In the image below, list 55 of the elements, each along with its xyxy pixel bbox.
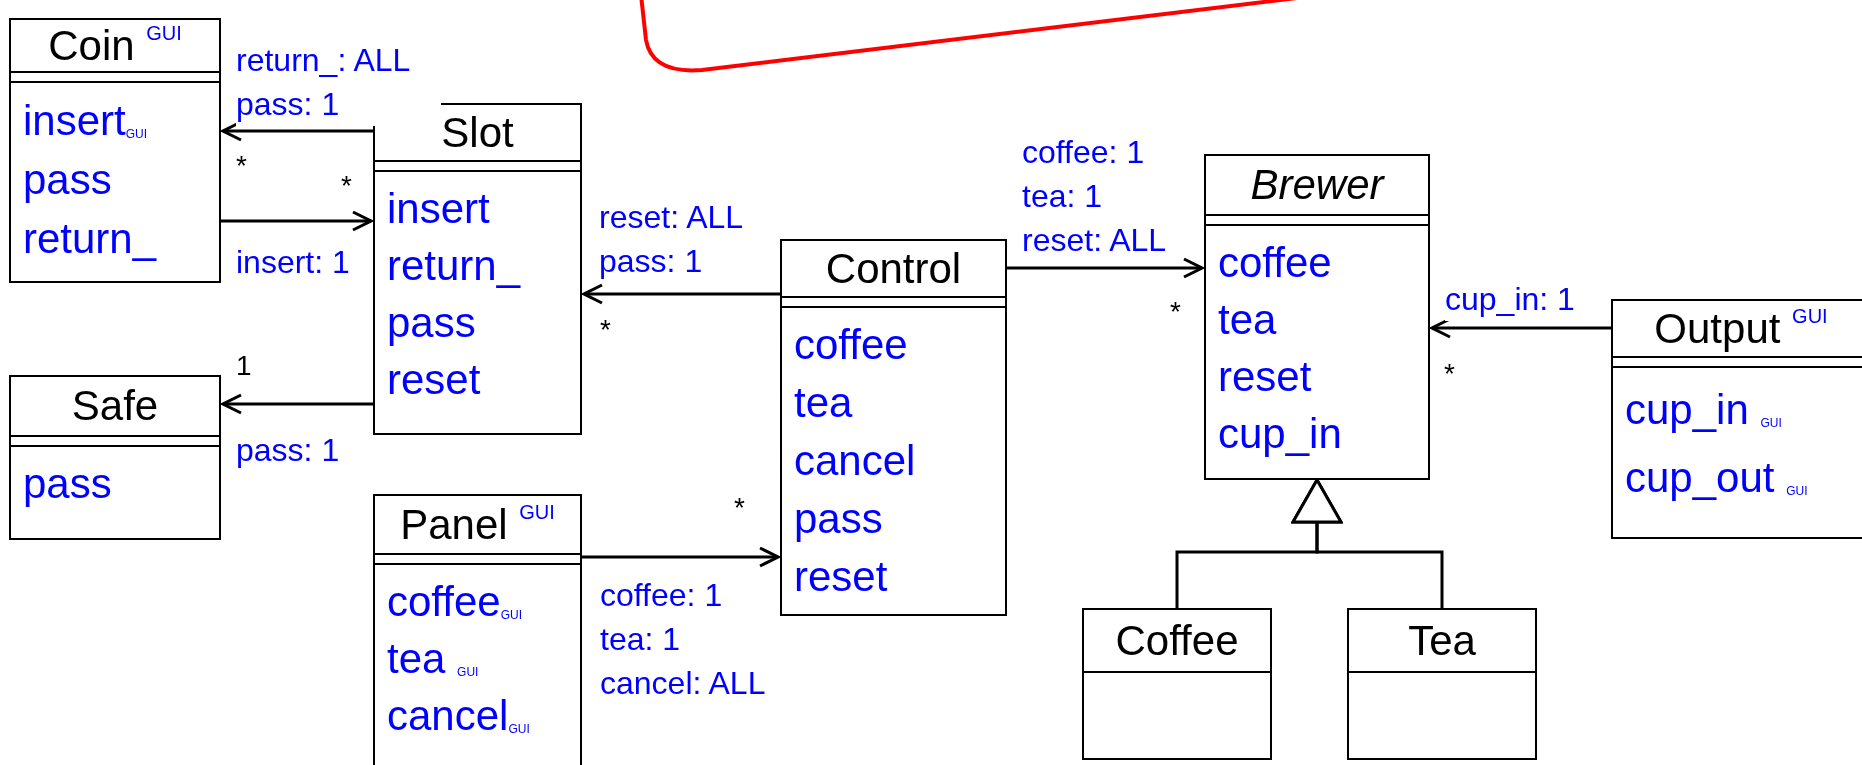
operation-name: tea $_{GUI}$ <box>387 634 479 684</box>
operation-name: coffee <box>794 320 908 370</box>
association-arrow <box>221 120 373 142</box>
multiplicity: * <box>600 316 611 344</box>
operation-name: coffee <box>1218 238 1332 288</box>
operation-name: coffee$_{GUI}$ <box>387 577 522 627</box>
class-box <box>780 239 1007 616</box>
operation-name: tea <box>1218 295 1277 345</box>
operation-name: tea <box>794 378 853 428</box>
multiplicity: * <box>341 172 352 200</box>
operation-name: pass <box>387 298 476 348</box>
class-name: Panel $^{GUI}$ <box>400 503 555 546</box>
operation-name: pass <box>23 459 112 509</box>
class-name: Control <box>825 247 962 290</box>
class-name: Brewer <box>1250 164 1384 206</box>
operation-name: cup_out $_{GUI}$ <box>1625 453 1808 503</box>
class-box <box>1347 608 1537 760</box>
class-box <box>9 375 221 540</box>
multiplicity: * <box>1170 298 1181 326</box>
multiplicity: * <box>236 152 247 180</box>
multiplicity: 1 <box>236 352 252 380</box>
multiplicity: * <box>734 494 745 522</box>
operation-name: cancel$_{GUI}$ <box>387 691 530 741</box>
association-arrow <box>221 393 373 415</box>
operation-name: pass <box>23 155 112 205</box>
operation-name: reset <box>1218 352 1312 402</box>
operation-name: cup_in $_{GUI}$ <box>1625 385 1782 435</box>
operation-name: insert <box>387 184 490 234</box>
operation-name: return_ <box>23 214 157 264</box>
class-name: Safe <box>71 385 159 427</box>
operation-name: reset <box>387 355 481 405</box>
association-arrow <box>221 210 373 232</box>
class-box <box>1204 154 1430 480</box>
class-box <box>1611 299 1862 539</box>
class-box <box>1082 608 1272 760</box>
association-arrow <box>582 546 780 568</box>
association-arrow <box>582 283 780 305</box>
class-name: Tea <box>1408 619 1476 662</box>
operation-name: cancel <box>794 436 916 486</box>
class-name: Output $^{GUI}$ <box>1654 307 1828 350</box>
operation-name: reset <box>794 552 888 602</box>
operation-name: cup_in <box>1218 409 1342 459</box>
class-name: Coffee <box>1115 619 1239 662</box>
class-name: Slot <box>441 111 514 154</box>
operation-name: insert$_{GUI}$ <box>23 96 148 146</box>
class-box <box>373 494 582 765</box>
association-arrow <box>1430 317 1611 339</box>
class-box <box>373 103 582 435</box>
class-box <box>9 18 221 283</box>
operation-name: pass <box>794 494 883 544</box>
multiplicity: * <box>1444 360 1455 388</box>
inheritance-arrow <box>1291 478 1444 608</box>
operation-name: return_ <box>387 241 521 291</box>
association-arrow <box>1007 257 1204 279</box>
class-name: Coin $^{GUI}$ <box>48 24 182 67</box>
